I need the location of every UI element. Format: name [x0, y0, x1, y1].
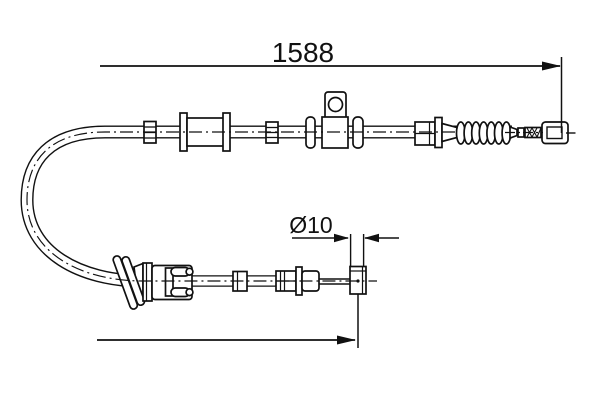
cable-outline — [20, 125, 544, 288]
bracket-hole — [327, 96, 344, 113]
diameter-arrow-right — [364, 233, 379, 243]
clip-bar — [164, 267, 174, 297]
clip-finger-tip-bottom — [185, 287, 194, 297]
diameter-dimension: Ø10 — [289, 212, 399, 266]
length-dimension: 1588 — [100, 37, 563, 133]
backing-plate-disc-outer — [112, 255, 139, 310]
clip-finger-tip-top — [185, 267, 194, 276]
length-dimension-label: 1588 — [272, 37, 334, 68]
mounting-bracket — [321, 91, 349, 149]
cable-upper-curve-core — [21, 126, 512, 287]
bottom-dimension — [97, 294, 359, 348]
cable-upper-curve-outer — [20, 125, 512, 288]
diameter-dimension-label: Ø10 — [289, 212, 332, 238]
diameter-arrow-left — [334, 233, 349, 243]
main-centerline — [26, 131, 455, 282]
centerlines — [26, 131, 543, 282]
clevis-collar — [142, 262, 153, 302]
retainer-clip — [164, 266, 194, 298]
upper-run-fittings — [143, 91, 576, 152]
barrel-end-fitting — [541, 121, 576, 145]
adjuster-sleeve — [414, 121, 436, 146]
bottom-arrowhead — [337, 335, 356, 345]
abutment-block — [349, 265, 367, 295]
length-arrowhead — [542, 61, 561, 71]
